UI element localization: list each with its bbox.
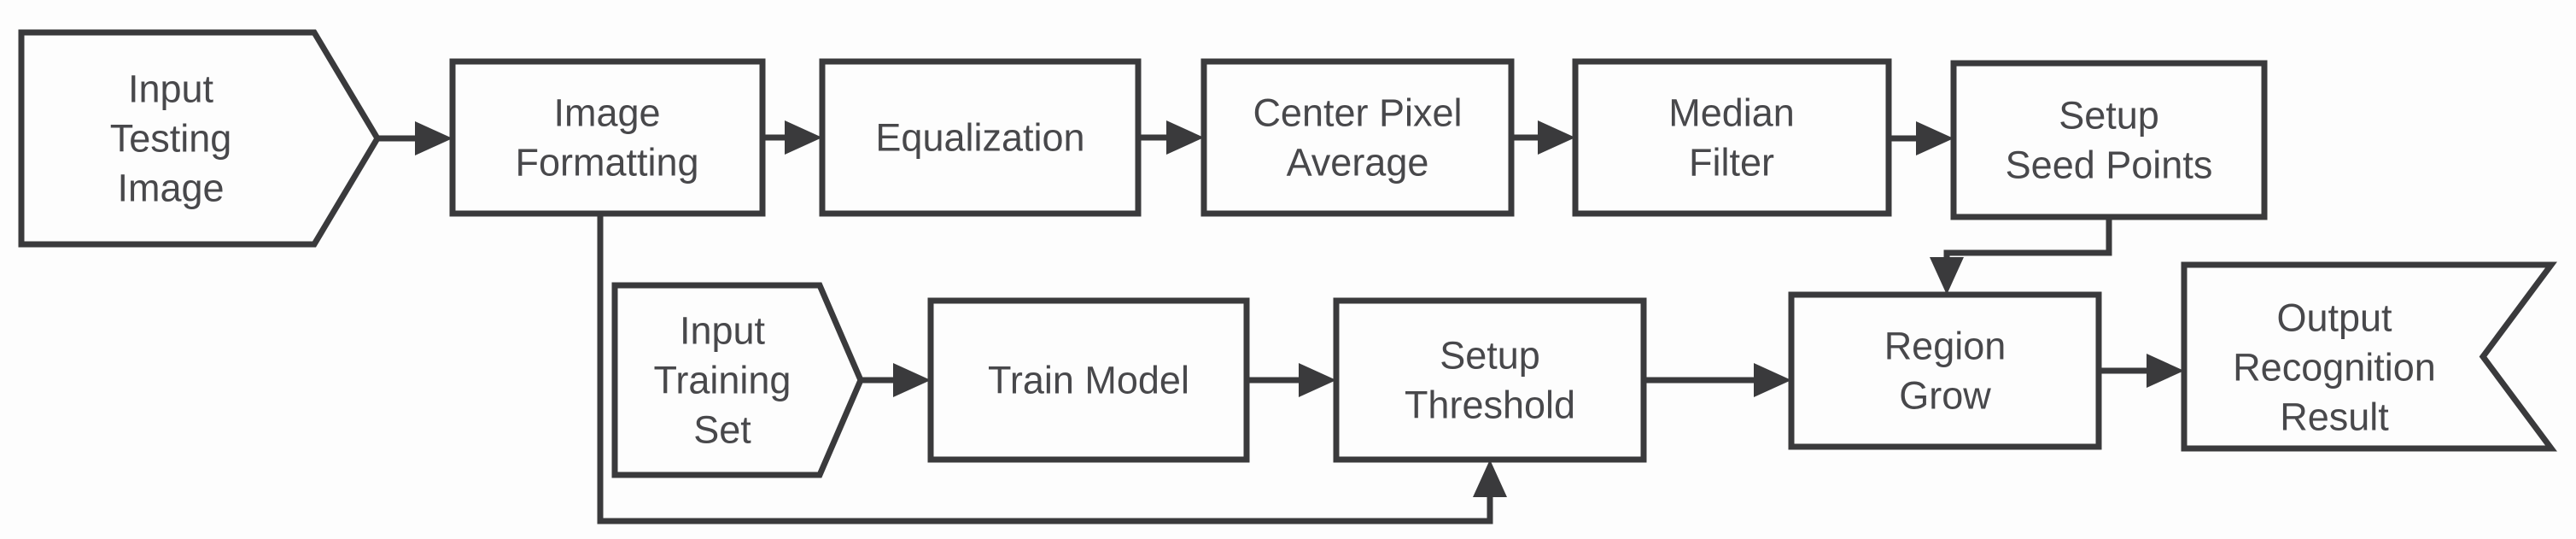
image-formatting-shape <box>449 58 766 217</box>
output-recognition-result-label: Output <box>2276 296 2392 340</box>
center-pixel-average-label: Center Pixel <box>1253 91 1462 135</box>
region-grow-label: Grow <box>1899 374 1991 418</box>
equalization-shape <box>819 58 1142 217</box>
setup-seed-points-shape <box>1950 60 2268 220</box>
edge-median-filter-to-setup-seed-points <box>1889 121 1954 155</box>
setup-seed-points-label: Seed Points <box>2006 144 2213 187</box>
setup-seed-points-to-region-grow-arrowhead-icon <box>1930 257 1964 295</box>
setup-threshold-to-region-grow-arrowhead-icon <box>1754 363 1791 397</box>
setup-seed-points-label: Setup <box>2059 94 2159 138</box>
center-pixel-average-shape <box>1200 58 1515 217</box>
output-recognition-result-label: Recognition <box>2233 346 2436 390</box>
equalization-to-center-pixel-average-arrowhead-icon <box>1166 120 1204 155</box>
median-filter-shape <box>1572 58 1892 217</box>
image-formatting-label: Image <box>553 91 660 135</box>
node-equalization: Equalization <box>819 58 1142 217</box>
setup-threshold-shape <box>1333 297 1647 463</box>
edge-testing-image-to-image-formatting <box>377 121 453 155</box>
input-testing-image-label: Testing <box>110 117 232 161</box>
region-grow-label: Region <box>1884 325 2006 368</box>
setup-seed-points-to-region-grow-line <box>1943 217 2112 257</box>
train-model-label: Train Model <box>988 359 1189 402</box>
setup-threshold-label: Setup <box>1440 334 1540 378</box>
input-training-set-to-train-model-arrowhead-icon <box>893 363 931 397</box>
output-recognition-result-shape <box>2181 261 2557 452</box>
setup-threshold-label: Threshold <box>1405 384 1575 427</box>
input-training-set-label: Input <box>680 309 766 353</box>
edge-setup-threshold-to-region-grow <box>1644 363 1791 397</box>
image-formatting-to-setup-threshold-feedback-line <box>597 214 1493 524</box>
input-training-set-shape <box>611 282 864 478</box>
edge-input-training-set-to-train-model <box>861 363 931 397</box>
center-pixel-average-to-median-filter-arrowhead-icon <box>1538 120 1575 155</box>
center-pixel-average-label: Average <box>1287 141 1429 185</box>
edge-image-formatting-to-setup-threshold-feedback <box>597 214 1507 524</box>
train-model-shape <box>927 297 1250 463</box>
median-filter-label: Median <box>1668 91 1795 135</box>
input-testing-image-label: Image <box>117 167 224 210</box>
region-grow-to-output-result-arrowhead-icon <box>2147 354 2184 388</box>
output-recognition-result-label: Result <box>2280 395 2389 439</box>
input-training-set-label: Set <box>693 408 751 452</box>
edge-equalization-to-center-pixel-average <box>1138 120 1204 155</box>
node-train-model: Train Model <box>927 297 1250 463</box>
input-testing-image-shape <box>18 29 382 248</box>
input-testing-image-label: Input <box>128 67 214 111</box>
image-formatting-to-setup-threshold-feedback-arrowhead-icon <box>1473 460 1507 497</box>
image-formatting-label: Formatting <box>515 141 698 185</box>
region-grow-shape <box>1788 291 2102 450</box>
image-formatting-to-equalization-arrowhead-icon <box>785 120 822 155</box>
equalization-label: Equalization <box>875 116 1084 160</box>
edge-center-pixel-average-to-median-filter <box>1511 120 1575 155</box>
edge-image-formatting-to-equalization <box>762 120 822 155</box>
edge-setup-seed-points-to-region-grow <box>1930 217 2112 295</box>
edge-region-grow-to-output-result <box>2099 354 2184 388</box>
testing-image-to-image-formatting-arrowhead-icon <box>415 121 453 155</box>
train-model-to-setup-threshold-arrowhead-icon <box>1299 363 1336 397</box>
edge-train-model-to-setup-threshold <box>1247 363 1336 397</box>
median-filter-label: Filter <box>1689 141 1774 185</box>
median-filter-to-setup-seed-points-arrowhead-icon <box>1916 121 1954 155</box>
input-training-set-label: Training <box>654 359 791 402</box>
